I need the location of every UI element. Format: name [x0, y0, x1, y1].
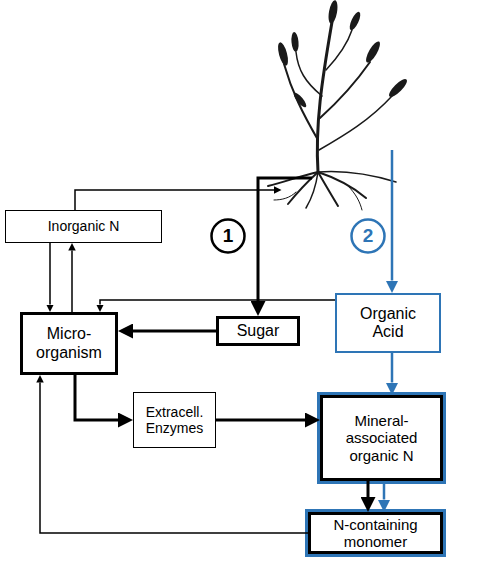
pool-box: Mineral- associated organic N [320, 395, 443, 481]
node-label: Sugar [237, 322, 280, 340]
pool-box: Organic Acid [335, 293, 441, 353]
node-label: Mineral- associated organic N [323, 412, 440, 464]
flow-arrow [133, 330, 216, 333]
callout-number: 1 [223, 225, 234, 247]
node-label: Inorganic N [48, 218, 120, 234]
flow-arrow [49, 243, 51, 305]
node-label: N-containing monomer [311, 516, 440, 551]
flow-arrow [216, 419, 305, 422]
flow-arrow [71, 251, 73, 313]
pool-box: Extracell. Enzymes [133, 392, 216, 448]
flow-arrow [391, 353, 394, 383]
node-label: Organic Acid [351, 305, 425, 342]
flow-arrow [383, 481, 386, 500]
node-label: Extracell. Enzymes [134, 404, 215, 436]
flow-arrow [75, 375, 118, 420]
node-label: Micro- organism [23, 325, 115, 362]
pool-box: N-containing monomer [308, 512, 443, 554]
pool-box: Micro- organism [20, 312, 118, 375]
callout-circle: 1 [210, 218, 246, 254]
flow-arrow [40, 383, 308, 534]
callout-circle: 2 [350, 218, 386, 254]
flow-arrow [100, 300, 335, 305]
flow-arrow [367, 481, 370, 497]
pool-box: Sugar [216, 316, 300, 346]
callout-number: 2 [363, 225, 374, 247]
pool-box: Inorganic N [5, 210, 162, 243]
